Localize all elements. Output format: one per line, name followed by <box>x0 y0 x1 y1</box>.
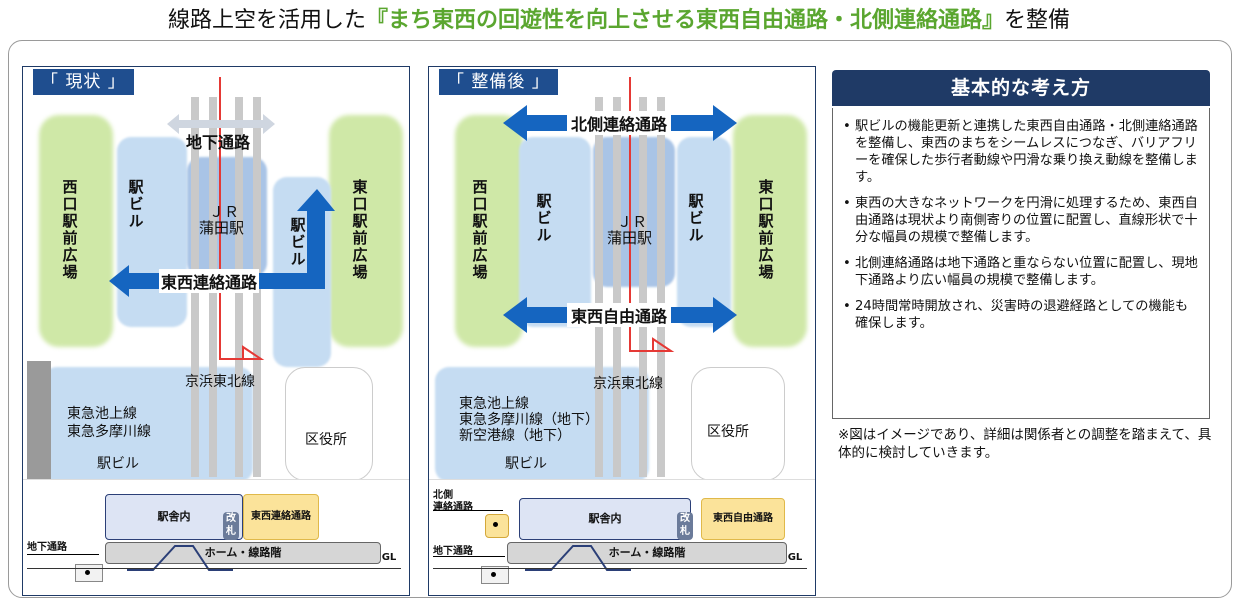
outer-frame <box>8 40 1232 598</box>
north-dot-icon <box>493 522 498 527</box>
track <box>595 97 603 477</box>
after-section-diagram: 北側 連絡通路 駅舎内 改札 東西自由通路 ホーム・線路階 地下通路 GL <box>429 479 815 595</box>
west-station-building-label: 駅ビル <box>534 193 553 244</box>
info-heading: 基本的な考え方 <box>832 70 1210 106</box>
jr-label: ＪＲ <box>209 203 240 221</box>
info-list: 駅ビルの機能更新と連携した東西自由通路・北側連絡通路を整備し、東西のまちをシーム… <box>833 108 1209 332</box>
underground-passage-label: 地下通路 <box>186 133 251 152</box>
ew-passage-box: 東西連絡通路 <box>243 494 319 540</box>
after-panel: 「 整備後 」 北側連絡通路 西口駅前広場 駅ビル 東口駅前広場 駅ビル ＪＲ … <box>428 66 816 596</box>
west-station-building-label: 駅ビル <box>126 179 145 230</box>
platform-shape-icon <box>127 545 233 571</box>
info-item: 駅ビルの機能更新と連携した東西自由通路・北側連絡通路を整備し、東西のまちをシーム… <box>843 118 1199 186</box>
track <box>657 97 665 477</box>
platform-box: ホーム・線路階 <box>507 542 787 564</box>
ward-office-block <box>285 367 373 481</box>
south-station-building-label: 駅ビル <box>97 456 139 472</box>
before-section-diagram: 駅舎内 改札 東西連絡通路 ホーム・線路階 地下通路 GL <box>23 479 409 595</box>
east-station-building-label: 駅ビル <box>288 217 307 268</box>
east-plaza-label: 東口駅前広場 <box>350 179 369 281</box>
info-item: 24時間常時開放され、災害時の退避経路としての機能も確保します。 <box>843 298 1199 332</box>
before-label: 「 現状 」 <box>33 69 134 95</box>
east-plaza-label: 東口駅前広場 <box>756 179 775 281</box>
keihin-line-label: 京浜東北線 <box>593 376 663 392</box>
before-panel: 「 現状 」 地下通路 西口駅前広場 駅ビル 東口駅前広場 駅ビル ＪＲ 蒲田駅… <box>22 66 410 596</box>
south-station-building-label: 駅ビル <box>505 456 547 472</box>
gl-label: GL <box>381 552 397 563</box>
east-station-building-label: 駅ビル <box>686 193 705 244</box>
info-item: 北側連絡通路は地下通路と重ならない位置に配置し、現地下通路より広い幅員の規模で整… <box>843 255 1199 289</box>
jr-line-red <box>219 77 221 359</box>
west-plaza-area <box>39 115 113 347</box>
free-passage-box: 東西自由通路 <box>701 498 785 540</box>
ward-office-label: 区役所 <box>707 424 749 440</box>
ticket-gate-box: 改札 <box>223 512 239 540</box>
new-airport-line-label: 新空港線（地下） <box>459 428 571 444</box>
ground-line <box>27 568 401 569</box>
gray-building <box>27 361 51 479</box>
tokyu-ikegami-label: 東急池上線 <box>459 396 529 412</box>
underground-line <box>433 556 505 557</box>
kamata-station-label: 蒲田駅 <box>607 229 653 247</box>
red-flag-icon <box>629 337 675 352</box>
east-station-building-area <box>677 137 731 327</box>
south-station-building-area <box>43 367 253 482</box>
keihin-line-label: 京浜東北線 <box>185 374 255 390</box>
ground-line <box>433 568 807 569</box>
station-inside-box: 駅舎内 <box>519 498 691 540</box>
east-plaza-area <box>733 115 807 347</box>
west-plaza-label: 西口駅前広場 <box>60 179 79 281</box>
east-plaza-area <box>329 115 403 347</box>
north-label-2: 連絡通路 <box>433 502 473 513</box>
title-prefix: 線路上空を活用した <box>167 8 366 33</box>
tokyu-tamagawa-label: 東急多摩川線（地下） <box>459 412 599 428</box>
underground-arrow-icon <box>167 114 275 134</box>
west-station-building-area <box>519 137 591 327</box>
after-label: 「 整備後 」 <box>439 69 558 95</box>
track <box>639 97 647 477</box>
west-plaza-area <box>455 115 523 347</box>
free-passage-label: 東西自由通路 <box>567 303 672 327</box>
underground-line <box>27 554 99 555</box>
info-item: 東西の大きなネットワークを円滑に処理するため、東西自由通路は現状より南側寄りの位… <box>843 195 1199 246</box>
info-body: 駅ビルの機能更新と連携した東西自由通路・北側連絡通路を整備し、東西のまちをシーム… <box>832 108 1210 419</box>
north-label-1: 北側 <box>433 490 453 501</box>
red-flag-icon <box>219 345 265 360</box>
title-suffix: を整備 <box>1004 8 1071 33</box>
tokyu-tamagawa-label: 東急多摩川線 <box>67 424 151 440</box>
north-passage-label: 北側連絡通路 <box>567 111 672 135</box>
gl-label: GL <box>787 552 803 563</box>
track <box>613 97 621 477</box>
underground-dot-icon <box>491 572 496 577</box>
ward-office-label: 区役所 <box>305 432 347 448</box>
underground-dot-icon <box>85 570 90 575</box>
ticket-gate-box: 改札 <box>677 512 693 540</box>
underground-label: 地下通路 <box>433 546 473 557</box>
tokyu-ikegami-label: 東急池上線 <box>67 406 137 422</box>
station-inside-box: 駅舎内 <box>105 494 243 540</box>
west-plaza-label: 西口駅前広場 <box>470 179 489 281</box>
east-west-passage-label: 東西連絡通路 <box>159 269 260 293</box>
platform-shape-icon <box>525 545 631 571</box>
north-line <box>433 510 503 511</box>
ward-office-block <box>691 367 785 481</box>
note-text: ※図はイメージであり、詳細は関係者との調整を踏まえて、具体的に検討していきます。 <box>838 427 1212 461</box>
page-title: 線路上空を活用した『まち東西の回遊性を向上させる東西自由通路・北側連絡通路』を整… <box>0 0 1238 42</box>
underground-label: 地下通路 <box>27 542 67 553</box>
title-highlight: 『まち東西の回遊性を向上させる東西自由通路・北側連絡通路』 <box>365 8 1004 33</box>
kamata-station-label: 蒲田駅 <box>199 219 245 237</box>
jr-line-red <box>629 77 631 351</box>
jr-label: ＪＲ <box>617 213 648 231</box>
